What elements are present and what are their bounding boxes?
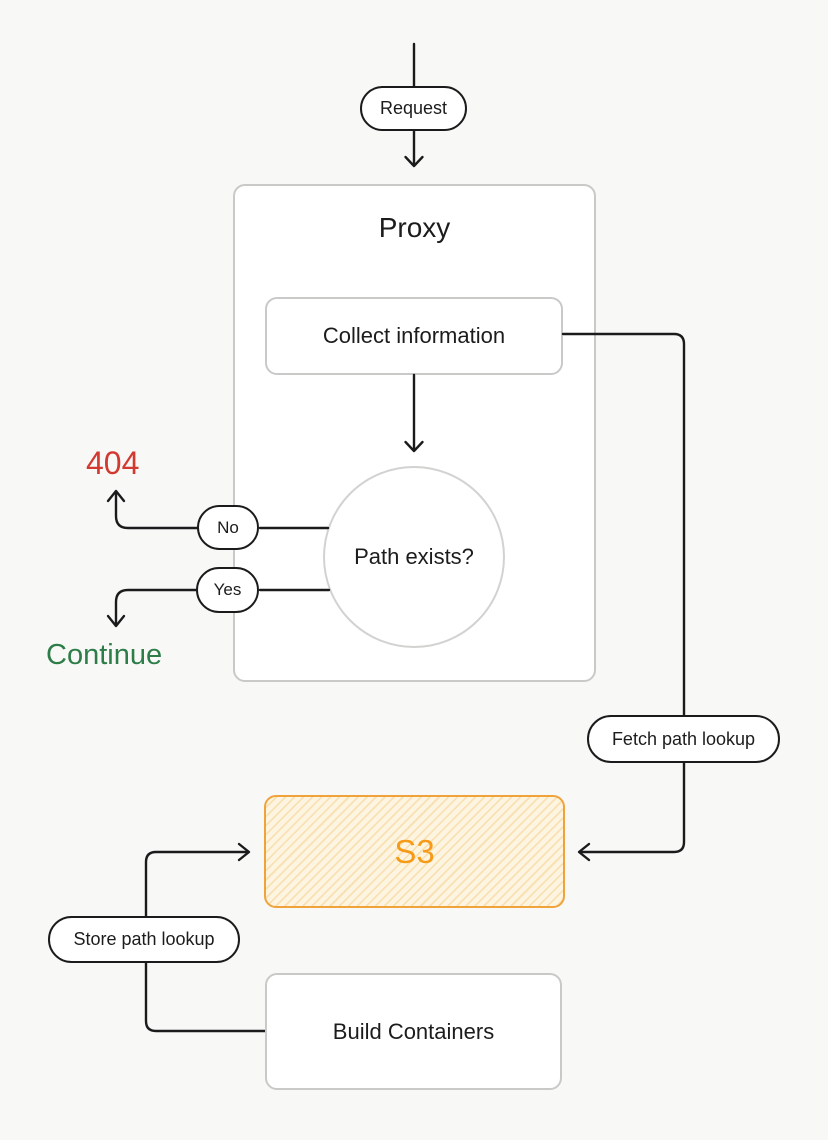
yes-label: Yes [213,580,242,599]
result-404-label: 404 [86,445,140,481]
arrow-up-icon [106,489,126,503]
no-label: No [217,517,239,537]
arrow-left-icon [577,842,591,862]
collect-information-label: Collect information [322,323,506,348]
arrow-down-icon [404,155,424,168]
arrow-request-to-proxy [404,129,424,168]
arrow-down-icon [106,614,126,628]
arrow-right-icon [237,842,251,862]
arrow-yes-to-continue [106,588,199,628]
store-path-lookup-label: Store path lookup [73,929,215,949]
store-path-lookup-pill: Store path lookup [48,916,240,963]
proxy-title: Proxy [378,212,451,243]
path-exists-decision-circle: Path exists? [323,466,505,648]
build-containers-box: Build Containers [265,973,562,1090]
arrow-no-to-404 [106,489,200,530]
s3-box: S3 [264,795,565,908]
fetch-path-lookup-label: Fetch path lookup [611,728,756,749]
fetch-path-lookup-pill: Fetch path lookup [587,715,780,763]
path-exists-label: Path exists? [354,544,474,569]
yes-branch-pill: Yes [196,567,259,613]
build-containers-label: Build Containers [332,1018,495,1044]
request-pill: Request [360,86,467,131]
s3-label: S3 [394,832,435,870]
request-label: Request [379,98,448,118]
collect-information-box: Collect information [265,297,563,375]
no-branch-pill: No [197,505,259,550]
result-continue-label: Continue [46,639,163,671]
